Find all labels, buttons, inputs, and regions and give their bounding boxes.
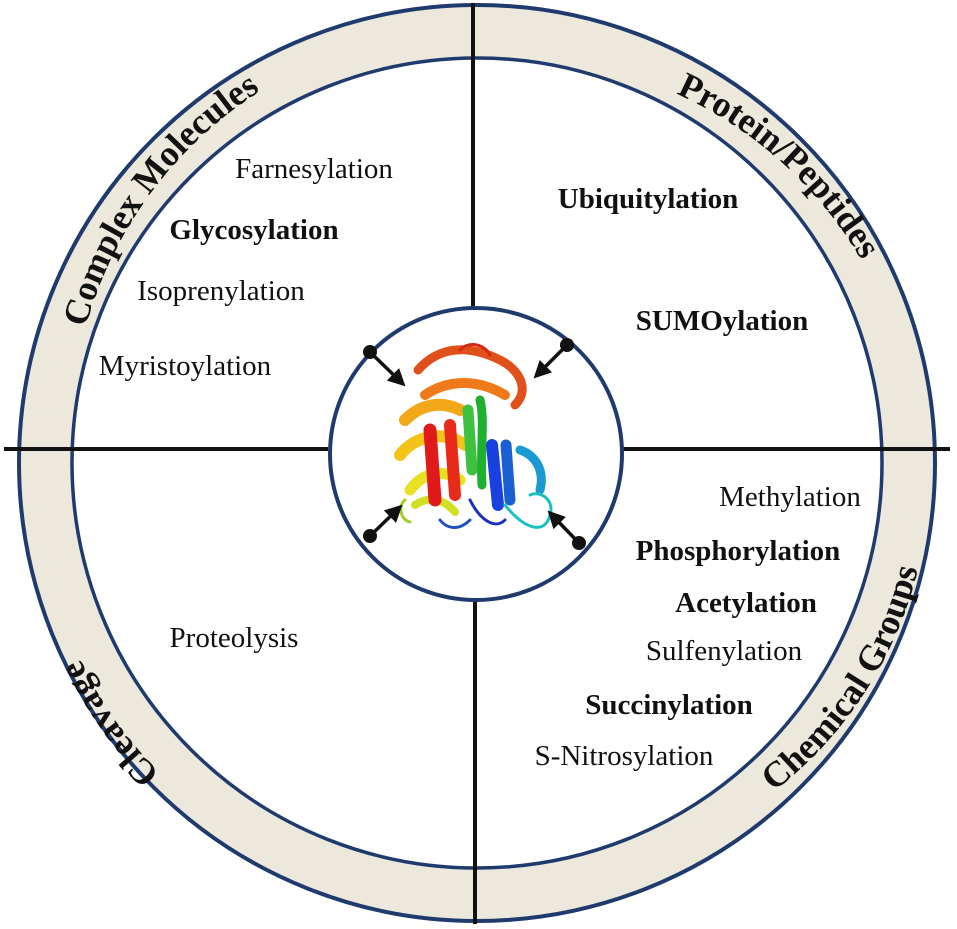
item-isoprenylation: Isoprenylation <box>137 275 305 307</box>
arrow-top-left <box>363 345 406 387</box>
item-succinylation: Succinylation <box>585 689 753 721</box>
item-farnesylation: Farnesylation <box>235 153 393 185</box>
item-acetylation: Acetylation <box>675 587 817 619</box>
arrow-bottom-right <box>547 510 586 550</box>
arrow-top-right <box>533 338 574 379</box>
item-s-nitrosylation: S-Nitrosylation <box>535 740 714 772</box>
item-methylation: Methylation <box>719 481 861 513</box>
item-glycosylation: Glycosylation <box>169 214 338 246</box>
item-ubiquitylation: Ubiquitylation <box>558 183 739 215</box>
item-myristoylation: Myristoylation <box>99 350 272 382</box>
item-phosphorylation: Phosphorylation <box>636 535 841 567</box>
protein-structure-image <box>394 343 553 529</box>
item-proteolysis: Proteolysis <box>170 622 299 654</box>
arrow-bottom-left <box>363 504 403 543</box>
item-sulfenylation: Sulfenylation <box>646 635 803 667</box>
item-sumoylation: SUMOylation <box>636 305 808 337</box>
